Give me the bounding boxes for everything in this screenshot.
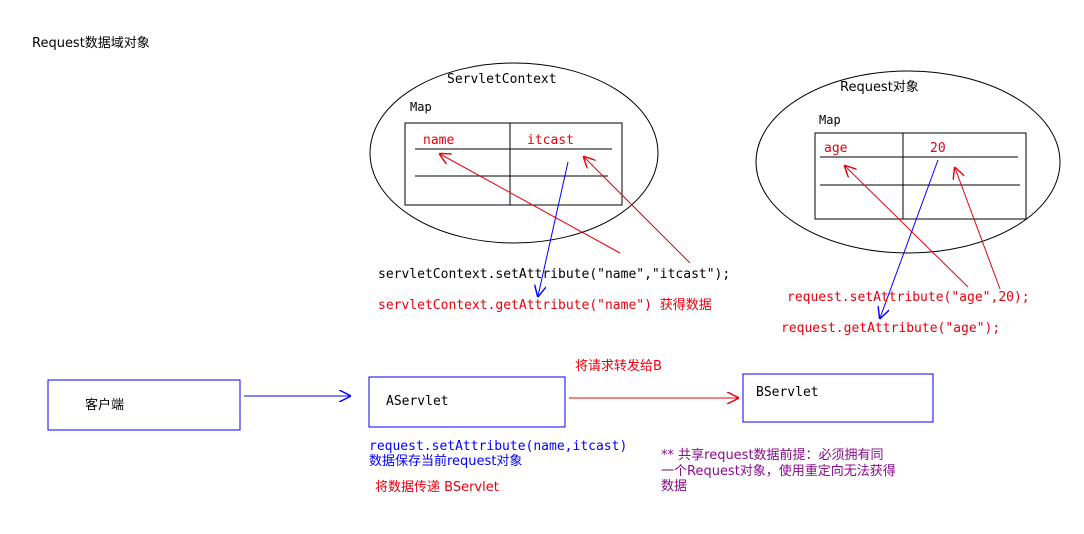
servletcontext-map-label: Map	[410, 100, 432, 114]
request-get-code: request.getAttribute("age");	[781, 321, 1001, 336]
aservlet-note: 数据保存当前request对象	[369, 454, 523, 469]
request-object-title: Request对象	[840, 80, 919, 95]
servletcontext-ellipse	[369, 62, 659, 244]
request-map-label: Map	[819, 113, 841, 127]
shared-note-line1: ** 共享request数据前提：必须拥有同	[661, 448, 884, 463]
servletcontext-key-name: name	[423, 133, 455, 148]
forward-label: 将请求转发给B	[575, 359, 662, 374]
get-name-arrow	[538, 161, 569, 296]
servletcontext-value-itcast: itcast	[527, 133, 574, 148]
servletcontext-set-code: servletContext.setAttribute("name","itca…	[378, 267, 731, 282]
get-age-arrow	[880, 159, 939, 318]
request-map-table	[814, 132, 1027, 220]
request-key-age: age	[824, 141, 848, 156]
request-set-code: request.setAttribute("age",20);	[787, 290, 1030, 305]
servletcontext-get-code: servletContext.getAttribute("name") 获得数据	[378, 298, 712, 313]
aservlet-code: request.setAttribute(name,itcast)	[369, 439, 628, 454]
shared-note-line3: 数据	[661, 479, 688, 494]
servletcontext-title: ServletContext	[447, 72, 557, 87]
twenty-set-arrow	[955, 168, 1001, 290]
age-set-arrow	[845, 166, 969, 288]
request-object-ellipse	[755, 70, 1061, 254]
itcast-set-arrow	[584, 157, 691, 264]
pass-note: 将数据传递 BServlet	[375, 480, 499, 495]
servletcontext-map-table	[404, 122, 623, 206]
name-set-arrow	[440, 154, 621, 254]
request-value-20: 20	[930, 141, 946, 156]
page-title: Request数据域对象	[32, 36, 150, 51]
bservlet-label: BServlet	[756, 385, 819, 400]
client-label: 客户端	[85, 398, 125, 413]
aservlet-label: AServlet	[386, 394, 449, 409]
aservlet-box	[368, 376, 566, 428]
client-box	[47, 379, 241, 431]
bservlet-box	[742, 373, 934, 423]
shared-note-line2: 一个Request对象，使用重定向无法获得	[661, 464, 896, 479]
